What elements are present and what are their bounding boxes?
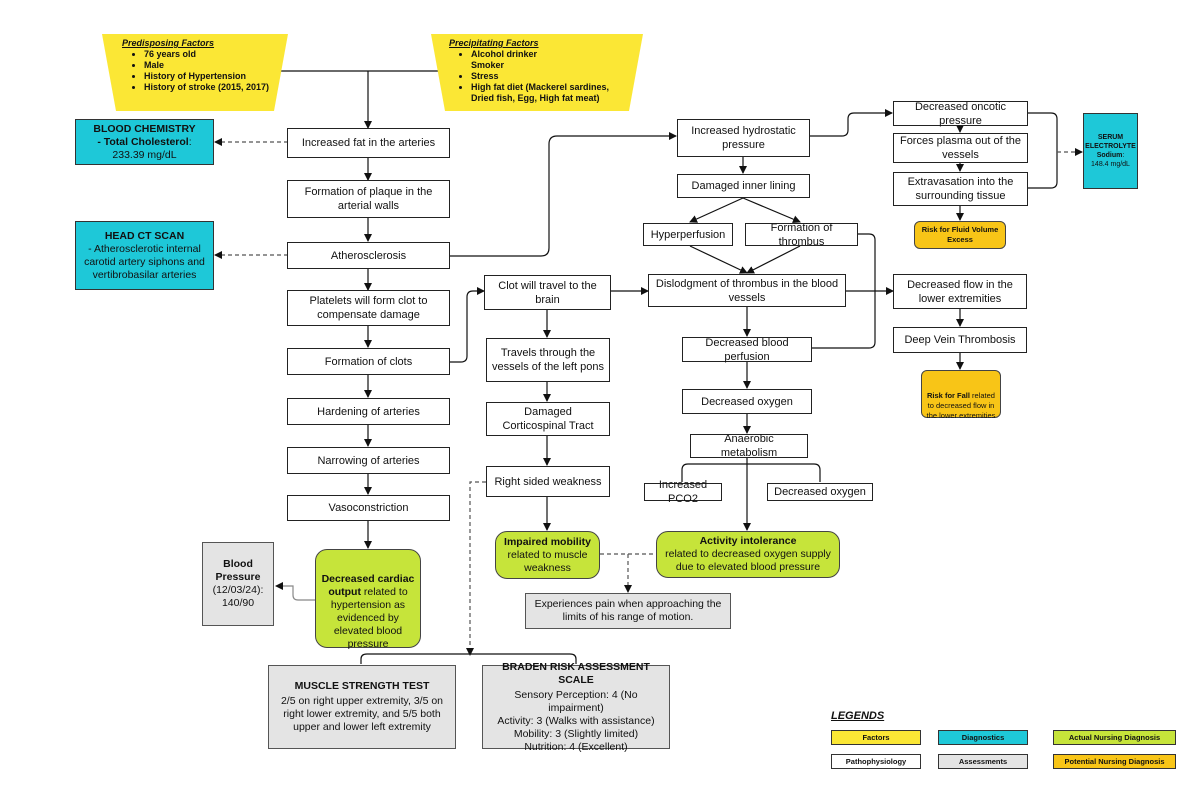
precipitating-item: High fat diet (Mackerel sardines, Dried … [471,82,631,104]
braden-line: Sensory Perception: 4 (No impairment) [514,688,638,714]
blood-chem-result: - Total Cholesterol: 233.39 mg/dL [80,136,209,162]
decreased-oxygen-box: Decreased oxygen [682,389,812,414]
muscle-strength-box: MUSCLE STRENGTH TEST 2/5 on right upper … [268,665,456,749]
corticospinal-box: Damaged Corticospinal Tract [486,402,610,436]
activity-title: Activity intolerance [699,535,797,547]
decreased-oxygen-2-box: Decreased oxygen [767,483,873,501]
predisposing-title: Predisposing Factors [122,38,215,48]
legend-assessments: Assessments [938,754,1028,769]
cardiac-body: related to hypertension as evidenced by … [330,586,408,650]
fall-body: related to decreased flow in the lower e… [926,391,996,420]
fall-title: Risk for Fall [927,391,970,400]
legend-pathophysiology: Pathophysiology [831,754,921,769]
blood-chem-label: - Total Cholesterol [97,135,189,148]
legend-actual: Actual Nursing Diagnosis [1053,730,1176,745]
legend-title: LEGENDS [831,710,885,722]
inner-lining-box: Damaged inner lining [677,174,810,198]
bp-body: (12/03/24): 140/90 [212,584,264,609]
predisposing-item: Male [144,60,272,71]
braden-line: Mobility: 3 (Slightly limited) [513,727,639,740]
serum-label: Sodium [1096,152,1123,159]
precipitating-item: Stress [471,71,631,82]
ct-title: HEAD CT SCAN [104,229,185,242]
flow-box: Decreased flow in the lower extremities [893,274,1027,309]
head-ct-box: HEAD CT SCAN - Atherosclerotic internal … [75,221,214,290]
legend-potential: Potential Nursing Diagnosis [1053,754,1176,769]
precipitating-factors-shape [431,34,643,111]
cardiac-output-dx: Decreased cardiac output related to hype… [315,549,421,650]
oncotic-box: Decreased oncotic pressure [893,101,1028,127]
activity-body: related to decreased oxygen supply due t… [665,548,831,573]
vasoconstriction-box: Vasoconstriction [287,495,450,521]
fat-arteries-box: Increased fat in the arteries [287,128,450,158]
cardiac-title: Decreased cardiac output [321,573,415,598]
fluid-volume-dx: Risk for Fluid Volume Excess [914,221,1006,249]
impaired-mobility-dx: Impaired mobility related to muscle weak… [495,531,600,579]
plasma-box: Forces plasma out of the vessels [893,133,1028,163]
narrowing-box: Narrowing of arteries [287,447,450,474]
pain-assessment-box: Experiences pain when approaching the li… [525,593,731,629]
hydrostatic-box: Increased hydrostatic pressure [677,119,810,157]
dislodgment-box: Dislodgment of thrombus in the blood ves… [648,274,846,307]
serum-result: Sodium: 148.4 mg/dL [1088,151,1133,169]
serum-electrolyte-box: SERUM ELECTROLYTE Sodium: 148.4 mg/dL [1083,113,1138,189]
braden-title: BRADEN RISK ASSESSMENT SCALE [502,660,650,686]
clots-box: Formation of clots [287,348,450,375]
bp-title: Blood Pressure [215,558,261,583]
mobility-title: Impaired mobility [504,535,591,548]
precipitating-factors: Precipitating Factors Alcohol drinker Sm… [449,38,631,104]
ct-body: - Atherosclerotic internal carotid arter… [84,242,205,281]
plaque-box: Formation of plaque in the arterial wall… [287,180,450,218]
extravasation-box: Extravasation into the surrounding tissu… [893,172,1028,206]
mobility-body: related to muscle weakness [507,548,588,574]
predisposing-item: History of Hypertension [144,71,272,82]
perfusion-box: Decreased blood perfusion [682,337,812,363]
legend-diagnostics: Diagnostics [938,730,1028,745]
predisposing-factors-shape [102,34,288,111]
serum-title: SERUM ELECTROLYTE [1085,134,1136,150]
weakness-box: Right sided weakness [486,466,610,497]
blood-pressure-box: Blood Pressure (12/03/24): 140/90 [202,542,274,626]
serum-value: : 148.4 mg/dL [1091,152,1130,168]
braden-line: Activity: 3 (Walks with assistance) [497,714,655,727]
blood-chem-title: BLOOD CHEMISTRY [93,122,196,135]
anaerobic-box: Anaerobic metabolism [690,433,808,459]
blood-chemistry-box: BLOOD CHEMISTRY - Total Cholesterol: 233… [75,119,214,165]
platelets-box: Platelets will form clot to compensate d… [287,290,450,326]
hardening-box: Hardening of arteries [287,398,450,425]
muscle-body: 2/5 on right upper extremity, 3/5 on rig… [280,695,444,733]
clot-travel-box: Clot will travel to the brain [484,275,611,310]
legend-factors: Factors [831,730,921,745]
braden-line: Nutrition: 4 (Excellent) [524,740,628,753]
predisposing-item: History of stroke (2015, 2017) [144,82,272,93]
precipitating-item: Alcohol drinker Smoker [471,49,631,71]
atherosclerosis-box: Atherosclerosis [287,242,450,269]
braden-scale-box: BRADEN RISK ASSESSMENT SCALE Sensory Per… [482,661,670,753]
pco2-box: Increased PCO2 [644,479,722,505]
precipitating-title: Precipitating Factors [449,38,539,48]
pons-box: Travels through the vessels of the left … [486,338,610,382]
muscle-title: MUSCLE STRENGTH TEST [294,680,430,692]
predisposing-item: 76 years old [144,49,272,60]
dvt-box: Deep Vein Thrombosis [893,327,1027,353]
risk-for-fall-dx: Risk for Fall related to decreased flow … [921,370,1001,420]
thrombus-box: Formation of thrombus [745,222,858,248]
hyperperfusion-box: Hyperperfusion [643,223,733,246]
predisposing-factors: Predisposing Factors 76 years old Male H… [122,38,272,93]
blood-chem-value: : 233.39 mg/dL [112,135,192,161]
activity-intolerance-dx: Activity intolerance related to decrease… [656,531,840,578]
